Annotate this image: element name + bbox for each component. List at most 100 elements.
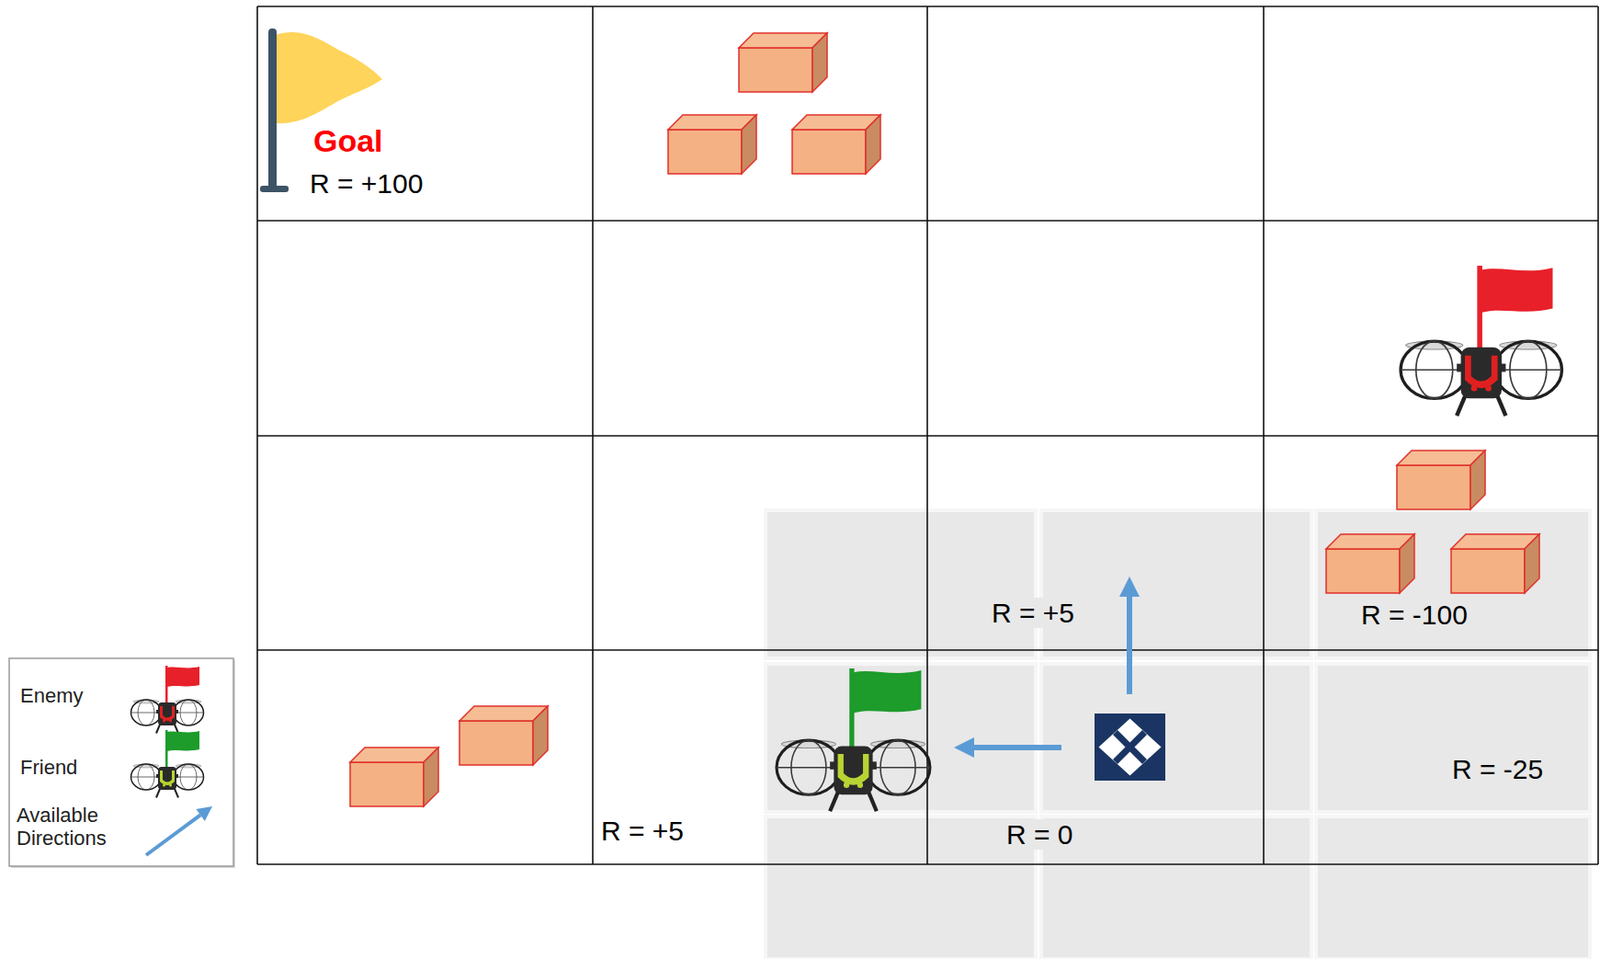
action-icon-box bbox=[1094, 713, 1166, 781]
drone-eye bbox=[843, 782, 850, 788]
crate-icon bbox=[668, 114, 757, 174]
legend-box bbox=[9, 658, 234, 866]
reward-label: R = +5 bbox=[989, 597, 1077, 628]
goal-flag bbox=[260, 28, 383, 193]
grid-line bbox=[257, 648, 1599, 651]
friend-drone bbox=[776, 668, 931, 811]
grid-cell: R = -100 bbox=[1263, 435, 1600, 650]
grid-cell: R = 0 bbox=[927, 649, 1263, 864]
gray-tile bbox=[1316, 663, 1590, 812]
crate-front bbox=[738, 47, 813, 92]
crate-icon bbox=[792, 114, 881, 174]
grid-line bbox=[257, 5, 1599, 8]
drone-body bbox=[158, 766, 177, 790]
crate-icon bbox=[350, 747, 439, 806]
crate-front bbox=[459, 720, 534, 765]
reward-label: R = +100 bbox=[307, 168, 425, 199]
crate-icon bbox=[1396, 450, 1486, 510]
direction-arrow bbox=[953, 737, 1062, 758]
enemy-drone bbox=[1400, 265, 1562, 416]
arrow-shaft bbox=[974, 744, 1062, 750]
arrow-head bbox=[195, 805, 213, 821]
gray-tile bbox=[765, 663, 1036, 812]
drone-flag bbox=[852, 669, 921, 713]
gray-tile bbox=[765, 510, 1036, 659]
goal-label: Goal bbox=[311, 124, 386, 159]
goal-flag-base bbox=[260, 185, 289, 193]
drone-flag bbox=[167, 666, 200, 687]
legend-friend-icon bbox=[131, 729, 205, 798]
drone-leg bbox=[868, 792, 876, 811]
action-icon bbox=[1094, 713, 1166, 781]
drone-flag-pole bbox=[165, 729, 169, 772]
crate-icon bbox=[1326, 533, 1415, 593]
crate-icon bbox=[738, 33, 828, 92]
arrow-shaft bbox=[146, 814, 201, 855]
arrow-head bbox=[953, 737, 975, 758]
drone-flag-pole bbox=[165, 665, 169, 708]
crate-icon bbox=[459, 705, 548, 765]
legend-label: Friend bbox=[20, 755, 78, 779]
drone-face bbox=[159, 770, 175, 785]
drone-leg bbox=[1497, 396, 1507, 416]
action-icon-arrows bbox=[1099, 718, 1162, 776]
action-icon-cross bbox=[1115, 732, 1146, 762]
crate-side bbox=[1470, 450, 1486, 510]
crate-front bbox=[1451, 548, 1525, 593]
reward-label: R = +5 bbox=[599, 815, 686, 846]
crate-side bbox=[533, 705, 548, 765]
gray-tile bbox=[1041, 663, 1312, 812]
drone-leg bbox=[156, 788, 160, 798]
legend-frame bbox=[9, 658, 236, 868]
drone-body bbox=[1461, 347, 1502, 399]
drone-body bbox=[158, 702, 177, 726]
reward-label: R = -100 bbox=[1359, 599, 1470, 630]
crate-front bbox=[350, 761, 424, 806]
grid-line bbox=[257, 219, 1599, 222]
legend-enemy-icon bbox=[131, 665, 205, 734]
crate-front bbox=[792, 129, 866, 174]
legend-label: Enemy bbox=[20, 683, 83, 707]
grid-cell: R = +5 bbox=[927, 435, 1263, 650]
drone-flag-pole bbox=[1476, 265, 1483, 360]
drone-leg bbox=[829, 792, 838, 811]
drone-eye bbox=[1471, 385, 1478, 392]
crate-icon bbox=[1451, 533, 1540, 593]
drone-eye bbox=[169, 783, 172, 787]
drone-body bbox=[833, 745, 873, 795]
grid-line bbox=[257, 862, 1599, 865]
crate-side bbox=[423, 747, 439, 806]
grid-cell: Goal R = +100 bbox=[257, 6, 593, 221]
gray-tile bbox=[1316, 510, 1590, 659]
crate-front bbox=[1326, 548, 1400, 593]
drone-flag-pole bbox=[849, 668, 854, 758]
reward-label: R = -25 bbox=[1450, 753, 1545, 784]
drone-eye bbox=[1485, 385, 1492, 392]
gray-tile bbox=[1316, 816, 1590, 959]
drone-face bbox=[1464, 355, 1498, 389]
goal-flag-cloth bbox=[275, 32, 383, 124]
action-icon-cross bbox=[1115, 732, 1146, 762]
grid-cell: R = -25 bbox=[1263, 649, 1600, 864]
legend-label: Available Directions bbox=[16, 803, 132, 851]
drone-leg bbox=[1456, 396, 1465, 416]
gray-tile bbox=[1041, 816, 1312, 959]
crate-side bbox=[1399, 533, 1415, 593]
drone-leg bbox=[174, 788, 179, 798]
drone-leg bbox=[156, 724, 160, 734]
legend-arrow-icon bbox=[146, 805, 213, 855]
drone-face bbox=[159, 705, 175, 721]
arrow-shaft bbox=[1126, 596, 1133, 694]
drone-flag bbox=[1481, 267, 1554, 313]
legend: EnemyFriendAvailable Directions bbox=[9, 658, 234, 866]
gray-tile bbox=[765, 816, 1036, 959]
grid-cell: R = +5 bbox=[592, 649, 929, 864]
reward-label: R = 0 bbox=[1004, 818, 1076, 850]
drone-eye bbox=[162, 783, 166, 787]
crate-front bbox=[1396, 465, 1471, 510]
goal-flag-pole bbox=[268, 28, 277, 191]
drone-flag bbox=[167, 730, 200, 751]
